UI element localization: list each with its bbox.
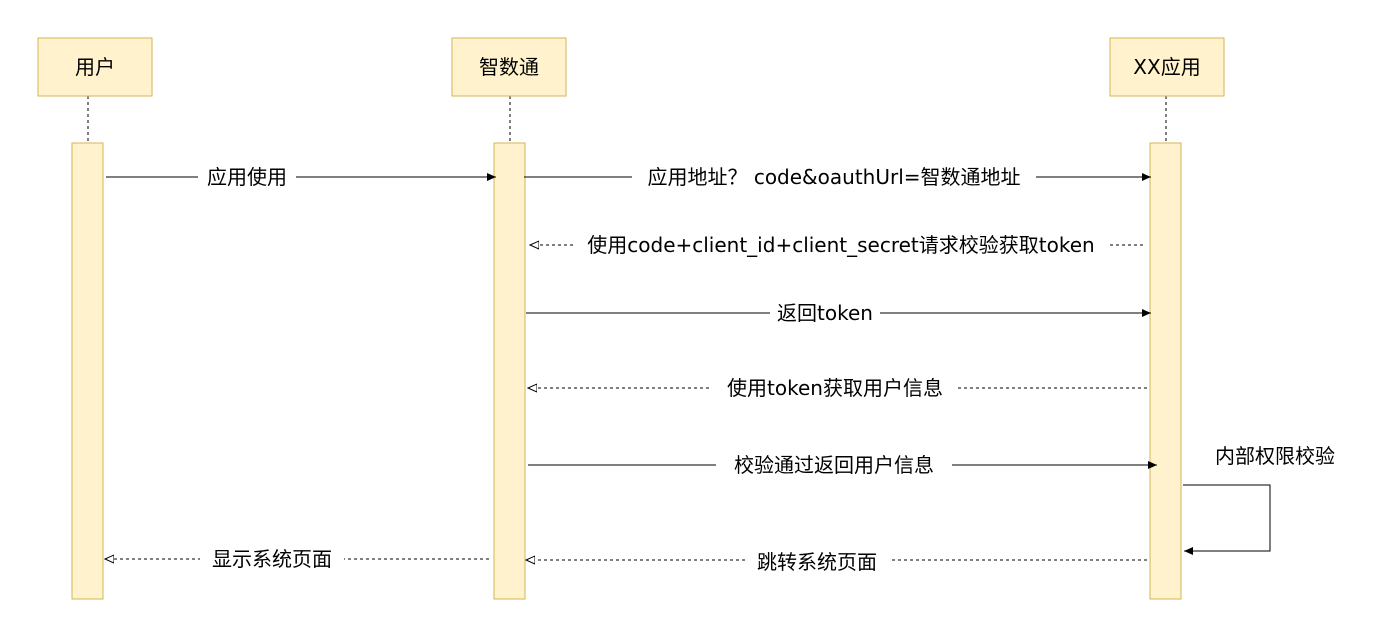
self-message-permission-check: 内部权限校验 xyxy=(1183,444,1335,555)
message-label: 校验通过返回用户信息 xyxy=(734,453,934,477)
message-label: 应用地址？ code&oauthUrl=智数通地址 xyxy=(647,165,1020,189)
message-redirect-system-page: 跳转系统页面 xyxy=(526,549,1147,575)
activation-bar-user xyxy=(71,142,104,600)
message-label: 使用code+client_id+client_secret请求校验获取toke… xyxy=(587,233,1094,257)
participant-xx: XX应用 xyxy=(1109,37,1225,97)
message-label: 跳转系统页面 xyxy=(757,550,877,574)
message-label: 使用token获取用户信息 xyxy=(727,376,943,400)
message-label: 返回token xyxy=(777,301,873,325)
activation-bar-xx xyxy=(1149,142,1182,600)
participant-user: 用户 xyxy=(37,37,153,97)
message-verify-return-user: 校验通过返回用户信息 xyxy=(528,452,1157,478)
message-request-token: 使用code+client_id+client_secret请求校验获取toke… xyxy=(530,232,1143,258)
message-label: 显示系统页面 xyxy=(212,547,332,571)
message-show-system-page: 显示系统页面 xyxy=(105,546,489,572)
message-app-address: 应用地址？ code&oauthUrl=智数通地址 xyxy=(524,164,1151,190)
participant-label: 用户 xyxy=(75,55,115,79)
activation-bar-zst xyxy=(493,142,526,600)
self-message-label: 内部权限校验 xyxy=(1215,444,1335,468)
message-get-user-info: 使用token获取用户信息 xyxy=(528,375,1147,401)
message-label: 应用使用 xyxy=(207,165,287,189)
participant-zst: 智数通 xyxy=(451,37,567,97)
participant-label: XX应用 xyxy=(1133,55,1200,79)
message-return-token: 返回token xyxy=(526,300,1151,326)
message-app-use: 应用使用 xyxy=(106,164,496,190)
participant-label: 智数通 xyxy=(479,55,539,79)
